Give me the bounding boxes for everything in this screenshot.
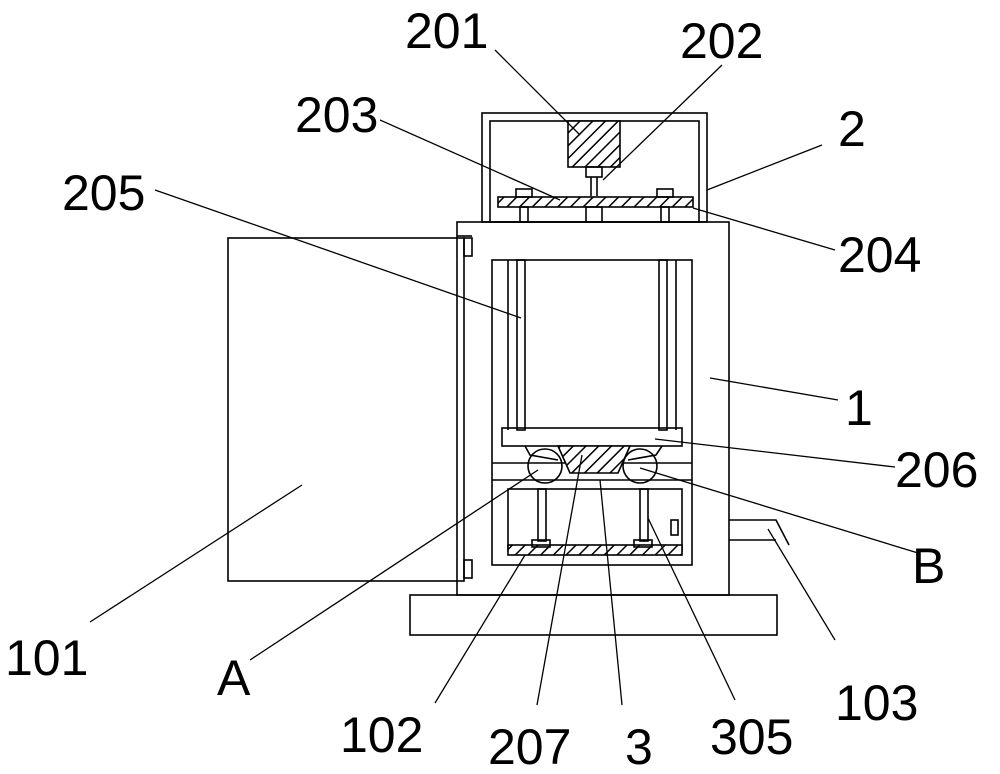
leader-3 [599,479,623,706]
roller-a [527,448,563,484]
bolt-head-left [515,188,533,198]
lower-compartment-3 [507,488,683,552]
label-203: 203 [295,87,378,143]
outlet-pipe-top [729,519,790,546]
leader-1 [709,377,839,401]
arm-right [627,445,663,461]
label-201: 201 [405,3,488,59]
screw-rod-right [658,259,668,431]
lift-plate-206 [501,427,683,447]
bottom-plate-102 [507,544,683,556]
inner-chamber [491,259,693,566]
leader-A [249,469,539,661]
label-3: 3 [625,719,653,774]
label-102: 102 [340,707,423,763]
hinge-top [463,237,473,257]
label-204: 204 [838,227,921,283]
label-B: B [912,538,945,594]
label-103: 103 [835,675,918,731]
bolt-head-right [656,188,674,198]
label-206: 206 [895,442,978,498]
foot-left [531,539,551,548]
label-207: 207 [488,719,571,774]
label-A: A [217,650,251,706]
press-block-207 [556,445,632,474]
shaft-coupling [585,166,603,178]
leader-201 [494,49,581,136]
side-door [227,237,465,582]
cabinet-body [456,221,730,596]
label-202: 202 [680,13,763,69]
bolt-shank-left [519,206,529,223]
label-205: 205 [62,165,145,221]
leader-103 [767,528,836,641]
foot-right [633,539,653,548]
gear-plate-203 [497,196,694,208]
motor-201 [567,120,621,168]
spring-rod-left [537,488,547,542]
leader-203 [379,119,561,201]
leader-102 [434,554,526,704]
spring-rod-right [639,488,649,542]
leader-202 [602,64,723,181]
screw-rod-left [516,259,526,431]
center-bearing [585,206,603,223]
leader-205 [154,189,522,319]
leader-B [639,467,919,554]
roller-b [622,448,658,484]
label-2: 2 [838,101,866,157]
label-305: 305 [710,709,793,765]
label-1: 1 [845,380,873,436]
leader-204 [692,207,836,251]
hinge-bottom [463,559,473,579]
leader-207 [536,454,583,706]
leader-2 [706,144,823,191]
leader-206 [654,438,896,468]
base-plate [409,594,778,636]
arm-left [524,445,559,461]
bolt-shank-right [660,206,670,223]
latch-305 [670,519,679,536]
label-101: 101 [5,630,88,686]
leader-101 [89,484,303,623]
leader-305 [647,517,736,701]
